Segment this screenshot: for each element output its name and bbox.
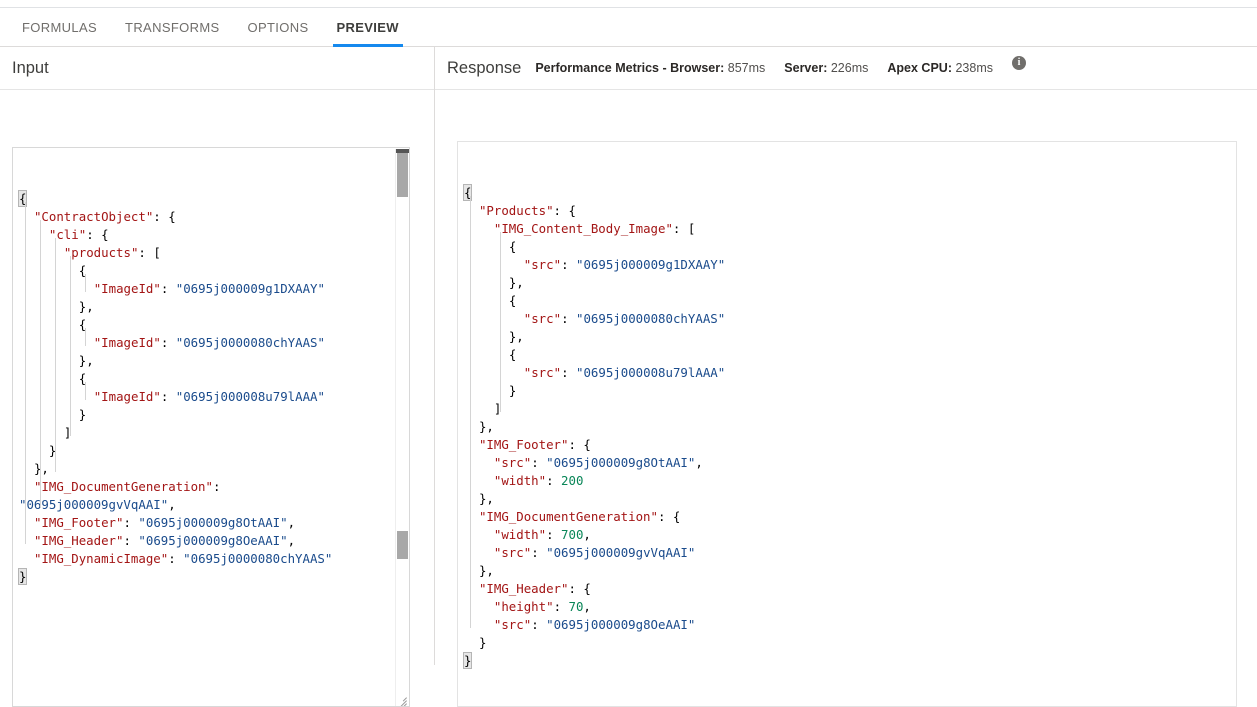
code-line: "width": 700, (493, 527, 591, 542)
code-line: }, (478, 419, 494, 434)
code-line: } (462, 652, 473, 669)
input-scrollbar-marker[interactable] (397, 531, 408, 559)
code-line: "IMG_Header": "0695j000009g8OeAAI", (33, 533, 296, 548)
code-line: "src": "0695j000009g8OeAAI" (493, 617, 696, 632)
tab-options[interactable]: OPTIONS (247, 20, 309, 35)
tab-formulas[interactable]: FORMULAS (22, 20, 98, 35)
input-resize-handle[interactable] (395, 692, 407, 706)
code-line: ] (63, 425, 72, 440)
code-line: "width": 200 (493, 473, 584, 488)
code-line: "IMG_Footer": { (478, 437, 591, 452)
code-line: }, (78, 299, 94, 314)
code-line: "ImageId": "0695j0000080chYAAS" (93, 335, 325, 350)
code-line: "Products": { (478, 203, 576, 218)
top-divider (0, 7, 1257, 8)
code-line: } (17, 568, 28, 585)
code-line: "src": "0695j000009g1DXAAY" (523, 257, 726, 272)
tab-bar: FORMULAS TRANSFORMS OPTIONS PREVIEW (0, 8, 1257, 47)
code-line: { (78, 371, 87, 386)
metric-apex-label: Apex CPU: (887, 61, 952, 75)
indent-guide (85, 274, 86, 292)
metric-server-value: 226ms (830, 61, 869, 75)
code-line: "ImageId": "0695j000009g1DXAAY" (93, 281, 325, 296)
code-line: { (78, 263, 87, 278)
code-line: "height": 70, (493, 599, 591, 614)
input-title: Input (12, 58, 49, 77)
code-line: }, (78, 353, 94, 368)
code-line: ] (493, 401, 502, 416)
metric-browser-value: 857ms (727, 61, 766, 75)
input-pane-header: Input (0, 47, 434, 90)
code-line: } (478, 635, 487, 650)
code-line: }, (33, 461, 49, 476)
code-line: "src": "0695j0000080chYAAS" (523, 311, 726, 326)
code-line: }, (508, 329, 524, 344)
code-line: "ContractObject": { (33, 209, 176, 224)
indent-guide (70, 256, 71, 436)
code-line: "src": "0695j000009g8OtAAI", (493, 455, 703, 470)
code-line: "IMG_DocumentGeneration": (33, 479, 221, 494)
code-line: "IMG_Footer": "0695j000009g8OtAAI", (33, 515, 296, 530)
indent-guide (500, 232, 501, 412)
code-line: "IMG_DocumentGeneration": { (478, 509, 681, 524)
code-line: "ImageId": "0695j000008u79lAAA" (93, 389, 325, 404)
input-code-content[interactable]: { "ContractObject": { "cli": { "products… (13, 184, 409, 592)
code-line: "IMG_DynamicImage": "0695j0000080chYAAS" (33, 551, 333, 566)
metric-server: Server: 226ms (784, 61, 868, 75)
performance-metrics: Performance Metrics - Browser: 857ms Ser… (535, 56, 1026, 75)
code-line: "0695j000009gvVqAAI", (19, 497, 176, 512)
response-code-content: { "Products": { "IMG_Content_Body_Image"… (458, 178, 1236, 676)
input-pane: Input { "ContractObject": { "cli": { "pr… (0, 47, 434, 707)
indent-guide (85, 328, 86, 346)
tab-transforms[interactable]: TRANSFORMS (125, 20, 220, 35)
code-line: "IMG_Header": { (478, 581, 591, 596)
code-line: "IMG_Content_Body_Image": [ (493, 221, 696, 236)
code-line: }, (508, 275, 524, 290)
input-code-editor[interactable]: { "ContractObject": { "cli": { "products… (12, 147, 410, 707)
code-line: { (508, 347, 517, 362)
input-scrollbar[interactable] (395, 149, 409, 706)
split-panes: Input { "ContractObject": { "cli": { "pr… (0, 47, 1257, 707)
metric-server-label: Server: (784, 61, 828, 75)
response-code-viewer[interactable]: { "Products": { "IMG_Content_Body_Image"… (457, 141, 1237, 707)
code-line: { (508, 293, 517, 308)
code-line: "src": "0695j000009gvVqAAI" (493, 545, 696, 560)
metric-apex-value: 238ms (955, 61, 993, 75)
code-line: } (78, 407, 87, 422)
code-line: } (508, 383, 517, 398)
code-line: { (17, 190, 28, 207)
indent-guide (25, 202, 26, 544)
code-line: { (508, 239, 517, 254)
metric-browser-label: Performance Metrics - Browser: (535, 61, 725, 75)
metric-browser: Performance Metrics - Browser: 857ms (535, 61, 765, 75)
code-line: "cli": { (48, 227, 109, 242)
response-pane-header: Response Performance Metrics - Browser: … (435, 47, 1257, 90)
indent-guide (470, 196, 471, 628)
indent-guide (40, 220, 41, 508)
code-line: { (78, 317, 87, 332)
response-title: Response (447, 58, 522, 77)
indent-guide (55, 238, 56, 472)
code-line: "products": [ (63, 245, 161, 260)
metric-apex-cpu: Apex CPU: 238ms (887, 61, 993, 75)
info-icon[interactable]: i (1012, 56, 1026, 70)
input-scrollbar-thumb[interactable] (397, 153, 408, 197)
tab-preview[interactable]: PREVIEW (323, 21, 413, 47)
input-scrollbar-cap (396, 149, 409, 153)
code-line: }, (478, 491, 494, 506)
response-pane: Response Performance Metrics - Browser: … (434, 47, 1257, 707)
code-line: "src": "0695j000008u79lAAA" (523, 365, 726, 380)
code-line: } (48, 443, 57, 458)
code-line: }, (478, 563, 494, 578)
code-line: { (462, 184, 473, 201)
indent-guide (85, 382, 86, 400)
